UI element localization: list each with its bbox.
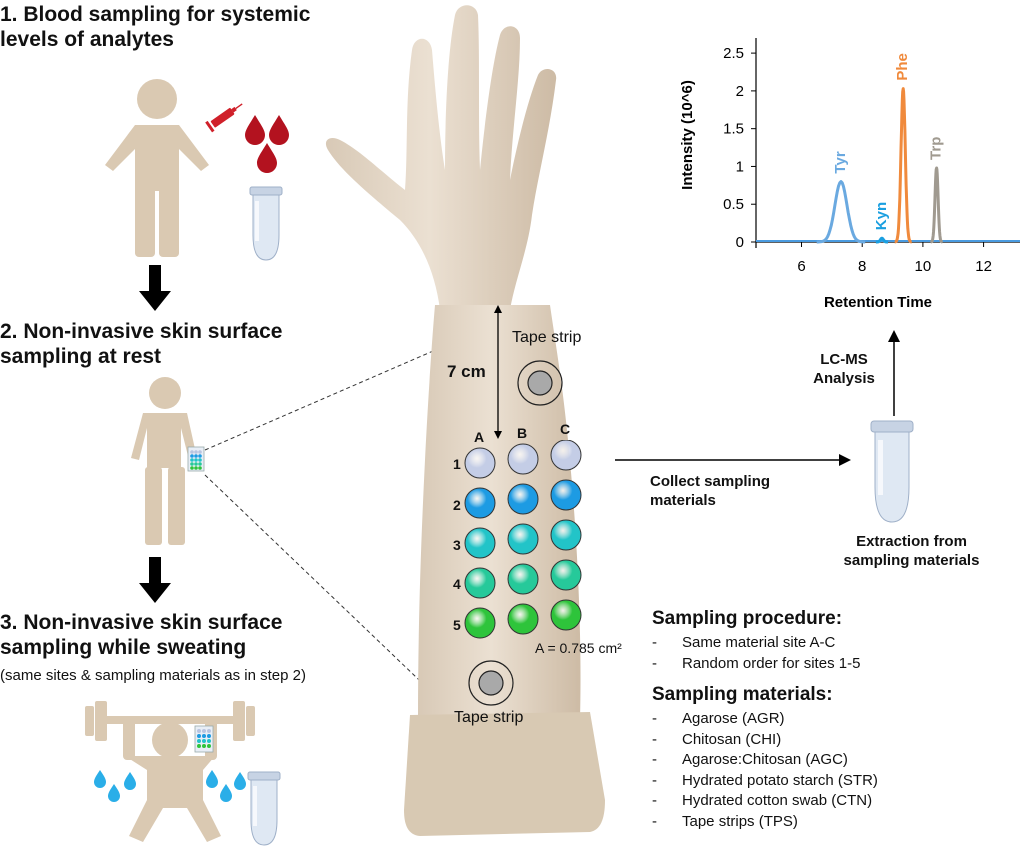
material-item: -Agarose:Chitosan (AGC)	[652, 751, 848, 768]
distance-arrow	[494, 305, 502, 439]
procedure-title: Sampling procedure:	[652, 608, 843, 629]
x-tick-label: 12	[975, 258, 992, 275]
row-label-3: 3	[453, 537, 461, 553]
y-tick-label: 2.5	[723, 45, 744, 62]
y-axis-label: Intensity (10^6)	[679, 80, 696, 190]
sampling-site	[507, 603, 539, 635]
row-label-1: 1	[453, 456, 461, 472]
sampling-site	[507, 563, 539, 595]
x-tick-label: 6	[797, 258, 805, 275]
x-axis-label: Retention Time	[824, 294, 932, 311]
sample-tube-icon	[247, 771, 281, 846]
column-label-b: B	[517, 425, 528, 441]
collect-arrow	[615, 454, 851, 466]
materials-list: -Agarose (AGR) -Chitosan (CHI) -Agarose:…	[652, 709, 878, 832]
tape-strip-top-site	[517, 360, 563, 406]
sampling-site	[464, 487, 496, 519]
x-tick-label: 10	[915, 258, 932, 275]
x-tick-label: 8	[858, 258, 866, 275]
peak-label: Tyr	[832, 151, 849, 173]
material-item: -Agarose (AGR)	[652, 710, 785, 727]
extraction-tube-icon	[870, 420, 914, 523]
sampling-site	[550, 440, 582, 471]
peak-trp	[929, 166, 944, 244]
row-label-5: 5	[453, 617, 461, 633]
syringe-icon	[205, 103, 243, 133]
peak-label: Kyn	[873, 202, 890, 230]
sampling-site	[550, 479, 582, 511]
sampling-site	[507, 523, 539, 555]
material-item: -Tape strips (TPS)	[652, 812, 798, 830]
y-tick-label: 0	[736, 234, 744, 251]
sampling-site	[464, 607, 496, 639]
y-tick-label: 2	[736, 83, 744, 100]
peak-tyr	[816, 180, 866, 244]
area-label: A = 0.785 cm²	[535, 640, 622, 656]
peak-phe	[893, 87, 913, 244]
standing-person-icon	[105, 79, 209, 257]
weightlifter-icon	[85, 701, 255, 842]
down-arrow-icon	[139, 557, 171, 603]
lcms-arrow	[888, 330, 900, 416]
column-label-a: A	[474, 429, 485, 445]
y-tick-label: 1.5	[723, 121, 744, 138]
tape-strip-bottom-label: Tape strip	[454, 709, 524, 726]
peak-label: Phe	[894, 53, 911, 81]
row-label-4: 4	[453, 576, 461, 592]
y-tick-label: 1	[736, 158, 744, 175]
sampling-site	[550, 599, 582, 631]
sweat-drops-icon	[94, 770, 246, 802]
procedure-list: -Same material site A-C -Random order fo…	[652, 633, 860, 674]
sampling-site	[550, 519, 582, 551]
material-item: -Hydrated potato starch (STR)	[652, 771, 878, 789]
forearm-illustration	[325, 5, 605, 836]
sampling-site-grid	[464, 440, 582, 639]
sampling-site	[507, 443, 539, 475]
y-tick-label: 0.5	[723, 196, 744, 213]
sampling-site	[464, 447, 496, 479]
procedure-item: -Random order for sites 1-5	[652, 654, 861, 672]
sampling-site	[550, 559, 582, 591]
sample-tube-icon	[249, 186, 283, 261]
material-item: -Hydrated cotton swab (CTN)	[652, 792, 873, 809]
peak-kyn	[874, 236, 890, 244]
down-arrow-icon	[139, 265, 171, 311]
sampling-site	[464, 567, 496, 599]
peak-label: Trp	[928, 137, 945, 160]
material-item: -Chitosan (CHI)	[652, 730, 782, 748]
row-label-2: 2	[453, 497, 461, 513]
tape-strip-bottom-site	[468, 660, 514, 706]
blood-drops-icon	[245, 115, 289, 173]
distance-label: 7 cm	[447, 362, 486, 381]
person-with-patch-icon	[131, 377, 205, 545]
step3-note: (same sites & sampling materials as in s…	[0, 667, 306, 684]
sampling-site	[507, 483, 539, 515]
procedure-item: -Same material site A-C	[652, 634, 836, 651]
column-label-c: C	[560, 421, 571, 437]
tape-strip-top-label: Tape strip	[512, 329, 582, 346]
sampling-site	[464, 527, 496, 559]
materials-title: Sampling materials:	[652, 684, 833, 705]
